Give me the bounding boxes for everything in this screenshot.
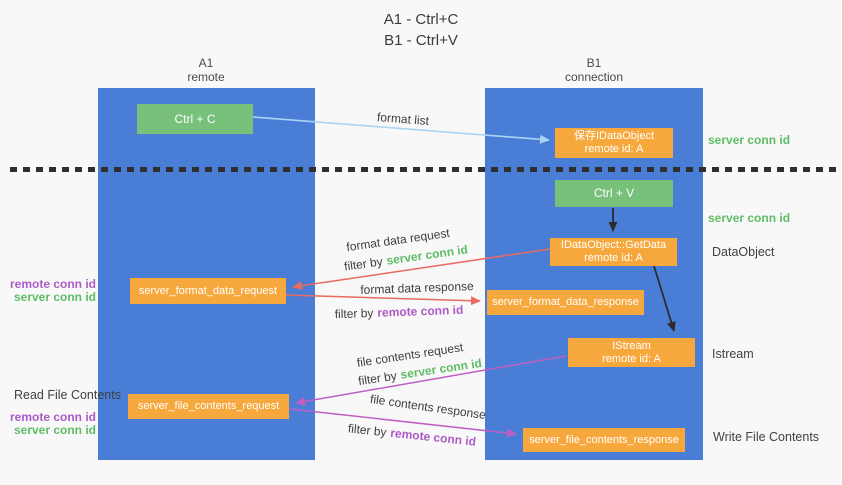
label-read-file-contents: Read File Contents bbox=[13, 388, 121, 402]
arrow-getdata-to-istream bbox=[653, 265, 676, 332]
label-remote-conn-id-2: remote conn id bbox=[9, 410, 96, 424]
node-idataobject-getdata-line1: IDataObject::GetData bbox=[560, 239, 667, 251]
lane-header-a1: A1 remote bbox=[187, 56, 224, 84]
diagram-title: A1 - Ctrl+C B1 - Ctrl+V bbox=[0, 9, 842, 51]
label-istream: Istream bbox=[712, 347, 754, 361]
label-server-conn-id-top: server conn id bbox=[708, 133, 791, 147]
diagram-title-line1: A1 - Ctrl+C bbox=[383, 11, 459, 28]
filter-by-text: filter by bbox=[334, 305, 374, 322]
node-idataobject-getdata: IDataObject::GetData remote id: A bbox=[550, 238, 677, 266]
node-istream-line1: IStream bbox=[612, 339, 651, 352]
node-server-format-data-request: server_format_data_request bbox=[130, 278, 286, 304]
arrow-format-list bbox=[252, 116, 550, 144]
node-save-idataobject-line2: remote id: A bbox=[584, 143, 644, 155]
label-server-conn-id-2: server conn id bbox=[13, 423, 96, 437]
label-server-conn-id-mid: server conn id bbox=[708, 211, 791, 225]
remote-conn-id-key: remote conn id bbox=[377, 302, 464, 320]
node-idataobject-getdata-line2: remote id: A bbox=[584, 252, 643, 264]
arrow-format-data-response bbox=[285, 294, 481, 306]
node-server-file-contents-response: server_file_contents_response bbox=[523, 428, 685, 452]
label-remote-conn-id-1: remote conn id bbox=[9, 277, 96, 291]
node-ctrl-c: Ctrl + C bbox=[137, 104, 253, 134]
lane-b1-name: B1 bbox=[586, 56, 602, 70]
arrow-file-contents-response bbox=[289, 408, 517, 438]
arrow-format-data-request bbox=[292, 248, 551, 291]
node-save-idataobject-line1: 保存IDataObject bbox=[573, 130, 655, 142]
node-istream: IStream remote id: A bbox=[568, 338, 695, 367]
node-server-file-contents-request: server_file_contents_request bbox=[128, 394, 289, 419]
node-save-idataobject: 保存IDataObject remote id: A bbox=[555, 128, 673, 158]
lane-header-b1: B1 connection bbox=[565, 56, 623, 84]
lane-a1-name: A1 bbox=[198, 56, 214, 70]
node-ctrl-v: Ctrl + V bbox=[555, 180, 673, 207]
label-dataobject: DataObject bbox=[712, 245, 775, 259]
copy-paste-divider-dotted-line bbox=[10, 167, 837, 172]
lane-a1-subtitle: remote bbox=[187, 70, 225, 84]
diagram-title-line2: B1 - Ctrl+V bbox=[384, 32, 458, 49]
lane-b1-subtitle: connection bbox=[564, 70, 624, 84]
node-istream-line2: remote id: A bbox=[602, 352, 661, 365]
label-server-conn-id-1: server conn id bbox=[13, 290, 96, 304]
label-write-file-contents: Write File Contents bbox=[713, 430, 820, 444]
node-server-format-data-response: server_format_data_response bbox=[487, 290, 644, 315]
arrow-file-contents-request bbox=[295, 355, 567, 406]
